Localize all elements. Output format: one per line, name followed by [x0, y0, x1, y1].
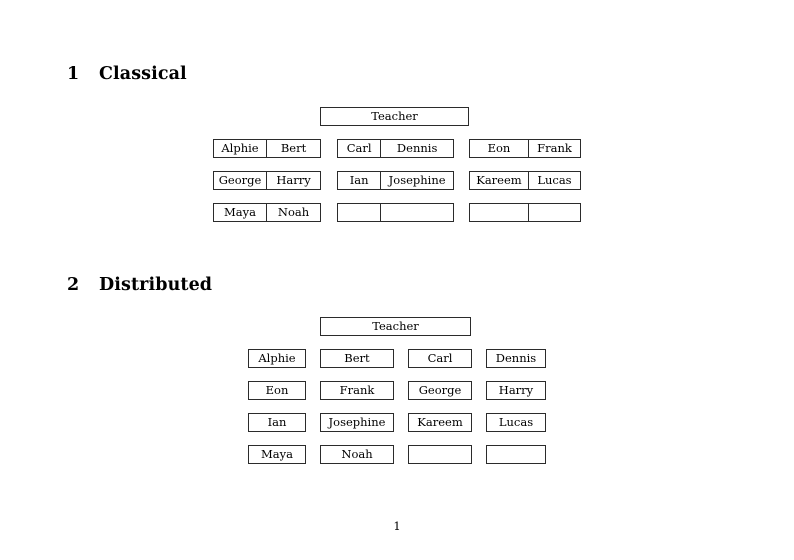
classical-cell: Frank: [527, 140, 580, 157]
section-number: 1: [67, 64, 80, 84]
distributed-box: Kareem: [408, 413, 472, 432]
classical-group-box: [469, 203, 581, 222]
distributed-box: Noah: [320, 445, 394, 464]
distributed-box: Josephine: [320, 413, 394, 432]
classical-cell-empty: [527, 204, 580, 221]
classical-cell: Lucas: [527, 172, 580, 189]
classical-cell: George: [218, 173, 262, 187]
distributed-box: Alphie: [248, 349, 306, 368]
classical-cell: Maya: [224, 205, 256, 219]
distributed-box: Bert: [320, 349, 394, 368]
classical-cell: Kareem: [476, 173, 522, 187]
section-title: Classical: [99, 64, 187, 84]
classical-cell: Dennis: [380, 140, 453, 157]
classical-group-box: Alphie Bert: [213, 139, 321, 158]
classical-group-box: George Harry: [213, 171, 321, 190]
classical-group-box: Carl Dennis: [337, 139, 454, 158]
classical-cell: Josephine: [380, 172, 453, 189]
classical-cell-empty: [470, 204, 528, 221]
classical-teacher-box: Teacher: [320, 107, 469, 126]
distributed-box: Maya: [248, 445, 306, 464]
distributed-box: Eon: [248, 381, 306, 400]
distributed-box: George: [408, 381, 472, 400]
classical-group-box: Eon Frank: [469, 139, 581, 158]
distributed-box: Frank: [320, 381, 394, 400]
classical-group-box: [337, 203, 454, 222]
classical-cell: Alphie: [221, 141, 259, 155]
distributed-box-empty: [408, 445, 472, 464]
section-heading-classical: 1 Classical: [67, 64, 187, 84]
section-heading-distributed: 2 Distributed: [67, 275, 212, 295]
distributed-teacher-box: Teacher: [320, 317, 471, 336]
classical-group-box: Ian Josephine: [337, 171, 454, 190]
section-title: Distributed: [99, 275, 213, 295]
distributed-box-empty: [486, 445, 546, 464]
distributed-box: Ian: [248, 413, 306, 432]
section-number: 2: [67, 275, 80, 295]
classical-cell: Ian: [349, 173, 369, 187]
classical-group-box: Maya Noah: [213, 203, 321, 222]
distributed-box: Carl: [408, 349, 472, 368]
classical-cell: Eon: [487, 141, 511, 155]
classical-cell: Harry: [266, 172, 320, 189]
classical-cell: Carl: [346, 141, 372, 155]
classical-group-box: Kareem Lucas: [469, 171, 581, 190]
classical-cell-empty: [338, 204, 380, 221]
distributed-box: Dennis: [486, 349, 546, 368]
classical-cell: Noah: [266, 204, 320, 221]
distributed-box: Harry: [486, 381, 546, 400]
page-number: 1: [393, 519, 401, 533]
classical-cell-empty: [380, 204, 453, 221]
distributed-box: Lucas: [486, 413, 546, 432]
classical-cell: Bert: [266, 140, 320, 157]
